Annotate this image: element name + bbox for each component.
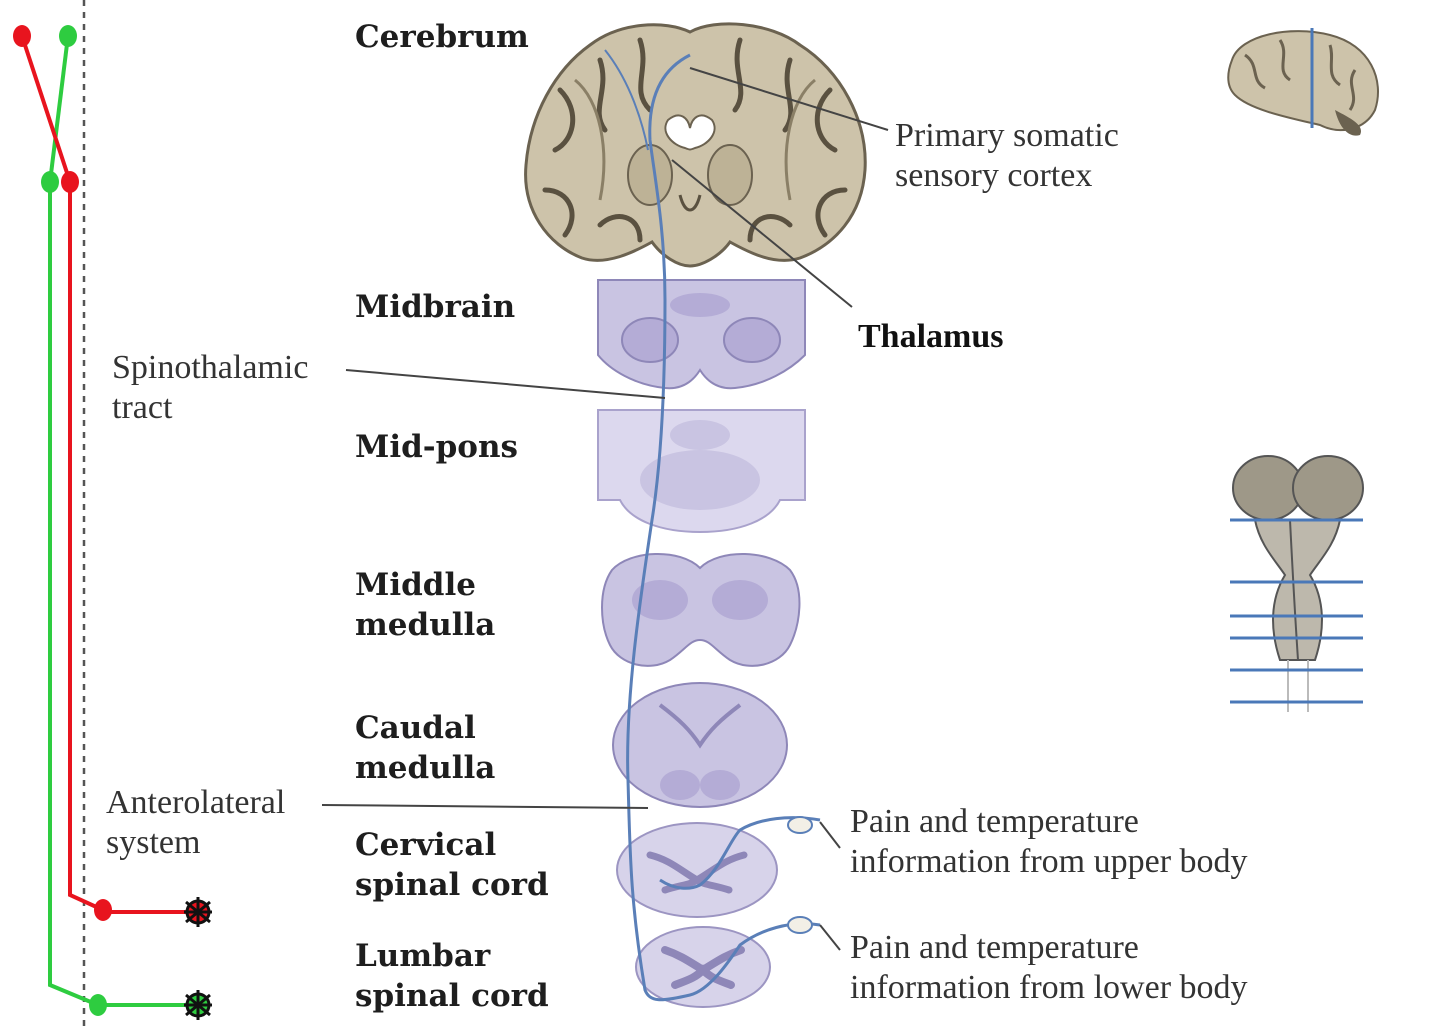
inset-lateral-brain bbox=[1227, 28, 1379, 136]
green-receptor-icon bbox=[184, 990, 212, 1020]
lumbar-cord-section bbox=[635, 926, 771, 1008]
leader-upper-body bbox=[819, 821, 841, 849]
inset-section-lines bbox=[1230, 518, 1363, 704]
pathway-schematic bbox=[13, 0, 212, 1028]
red-receptor-icon bbox=[184, 897, 212, 927]
spinothalamic-tract-line bbox=[604, 49, 821, 1002]
lower-body-pathway bbox=[41, 25, 212, 1020]
green-neuron-root bbox=[89, 994, 107, 1016]
label-cervical-cord: Cervical spinal cord bbox=[355, 827, 549, 903]
red-neuron-top bbox=[13, 25, 31, 47]
cerebrum-section bbox=[524, 22, 867, 268]
label-cerebrum: Cerebrum bbox=[355, 19, 529, 55]
label-anterolateral-system: Anterolateral system bbox=[106, 784, 286, 861]
green-neuron-relay bbox=[41, 171, 59, 193]
green-neuron-top bbox=[59, 25, 77, 47]
red-neuron-root bbox=[94, 899, 112, 921]
inset-ventral-brainstem bbox=[1230, 455, 1364, 712]
label-primary-cortex: Primary somatic sensory cortex bbox=[895, 117, 1119, 194]
leader-lower-body bbox=[819, 924, 841, 951]
label-lower-body-input: Pain and temperature information from lo… bbox=[850, 929, 1248, 1006]
label-midpons: Mid-pons bbox=[355, 429, 518, 465]
caudal-medulla-section bbox=[612, 682, 788, 808]
label-caudal-medulla: Caudal medulla bbox=[355, 710, 496, 786]
label-middle-medulla: Middle medulla bbox=[355, 567, 496, 643]
leader-anterolateral bbox=[321, 804, 649, 809]
red-neuron-relay bbox=[61, 171, 79, 193]
leader-primary-cortex bbox=[689, 67, 889, 131]
leader-lines bbox=[321, 67, 889, 951]
label-lumbar-cord: Lumbar spinal cord bbox=[355, 938, 549, 1014]
label-upper-body-input: Pain and temperature information from up… bbox=[850, 803, 1248, 880]
leader-thalamus bbox=[671, 159, 853, 308]
label-spinothalamic-tract: Spinothalamic tract bbox=[112, 349, 309, 426]
upper-body-pathway bbox=[13, 25, 212, 927]
label-midbrain: Midbrain bbox=[355, 289, 516, 325]
midpons-section bbox=[597, 409, 806, 534]
middle-medulla-section bbox=[601, 552, 801, 667]
cervical-cord-section bbox=[616, 822, 778, 918]
leader-spinothalamic bbox=[345, 369, 666, 399]
midbrain-section bbox=[597, 279, 806, 390]
label-thalamus: Thalamus bbox=[858, 318, 1004, 355]
